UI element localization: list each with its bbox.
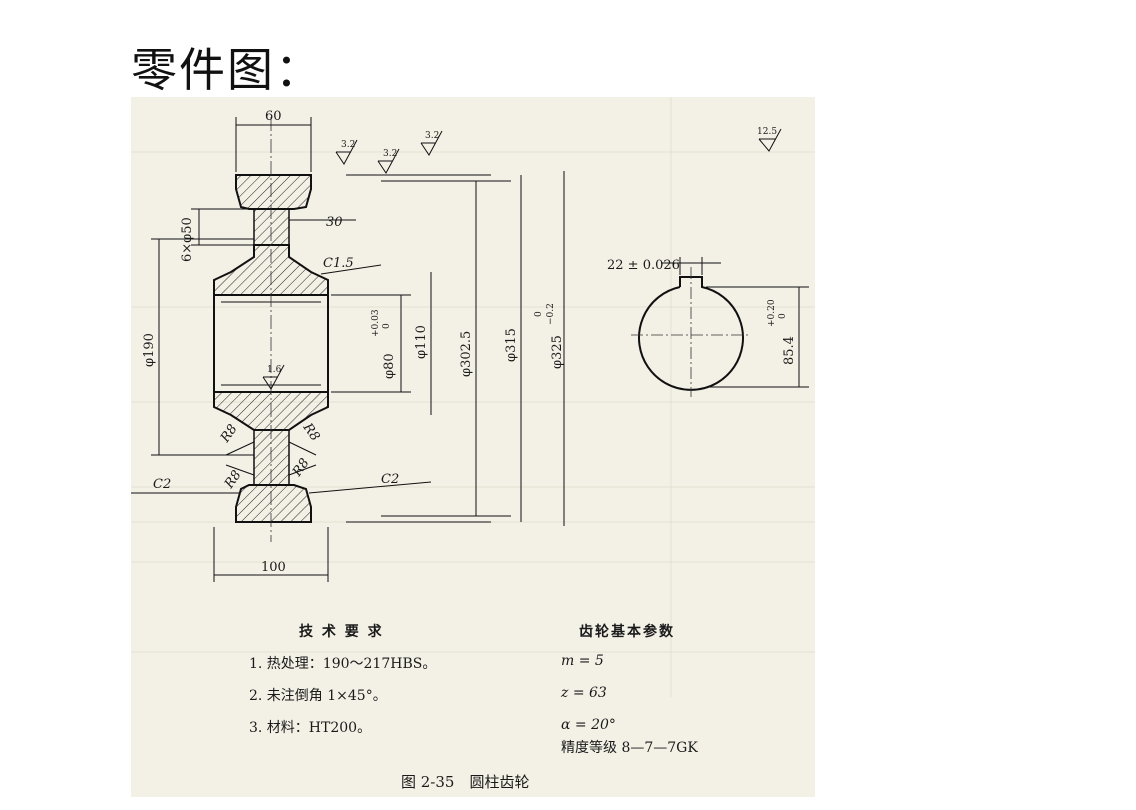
dim-web-thickness: 30 bbox=[326, 215, 343, 230]
params-heading: 齿轮基本参数 bbox=[579, 624, 675, 640]
rough-3: 3.2 bbox=[425, 131, 439, 141]
keyway-view bbox=[631, 257, 809, 397]
dim-key-depth: 85.4 bbox=[782, 336, 797, 365]
dim-fillet-1: R8 bbox=[217, 422, 240, 446]
dim-hub-dia: φ110 bbox=[414, 325, 429, 359]
dim-bore: φ80 bbox=[382, 353, 397, 379]
dim-key-tol-lower: 0 bbox=[778, 313, 788, 319]
dim-chamfer-left: C2 bbox=[153, 477, 171, 492]
dim-fillet-4: R8 bbox=[289, 456, 312, 480]
rough-general: 12.5 bbox=[757, 127, 777, 137]
dim-pitch-dia: φ315 bbox=[504, 328, 519, 362]
param-teeth: z = 63 bbox=[561, 685, 607, 701]
dim-fillet-2: R8 bbox=[299, 420, 322, 444]
param-accuracy: 精度等级 8—7—7GK bbox=[561, 740, 698, 756]
param-module: m = 5 bbox=[561, 653, 604, 669]
slide-title: 零件图： bbox=[131, 43, 323, 97]
rough-bore: 1.6 bbox=[267, 365, 282, 375]
dim-chamfer-c15: C1.5 bbox=[323, 256, 354, 271]
dimension-lines bbox=[131, 117, 565, 582]
gear-drawing: 60 30 6×φ50 C1.5 φ80 +0.03 0 φ110 φ302.5… bbox=[131, 97, 815, 697]
rough-1: 3.2 bbox=[341, 140, 355, 150]
tech-item-3: 3. 材料：HT200。 bbox=[249, 720, 372, 736]
dim-tip-tol-upper: 0 bbox=[534, 311, 544, 317]
dim-holes: 6×φ50 bbox=[180, 217, 195, 262]
rough-2: 3.2 bbox=[383, 149, 397, 159]
dim-tip-dia: φ325 bbox=[550, 335, 565, 369]
tech-item-1: 1. 热处理：190～217HBS。 bbox=[249, 656, 437, 672]
dim-hub-width: 60 bbox=[265, 109, 282, 124]
figure-caption: 图 2-35 圆柱齿轮 bbox=[401, 773, 530, 791]
part-drawing-scan: 60 30 6×φ50 C1.5 φ80 +0.03 0 φ110 φ302.5… bbox=[131, 97, 815, 797]
dim-rim-inner: φ302.5 bbox=[459, 331, 474, 377]
tech-item-2: 2. 未注倒角 1×45°。 bbox=[249, 688, 387, 704]
dim-hole-circle: φ190 bbox=[142, 333, 157, 367]
dim-key-width: 22 ± 0.026 bbox=[607, 258, 680, 273]
dim-tip-tol-lower: −0.2 bbox=[546, 303, 556, 325]
roughness-symbols bbox=[262, 128, 782, 390]
dim-bore-tol-lower: 0 bbox=[382, 323, 392, 329]
param-pressure-angle: α = 20° bbox=[561, 717, 616, 733]
tech-heading: 技 术 要 求 bbox=[299, 624, 384, 640]
dim-bore-tol-upper: +0.03 bbox=[371, 309, 381, 337]
dim-rim-width: 100 bbox=[261, 560, 286, 575]
dim-key-tol-upper: +0.20 bbox=[767, 299, 777, 327]
dim-chamfer-right: C2 bbox=[381, 472, 399, 487]
